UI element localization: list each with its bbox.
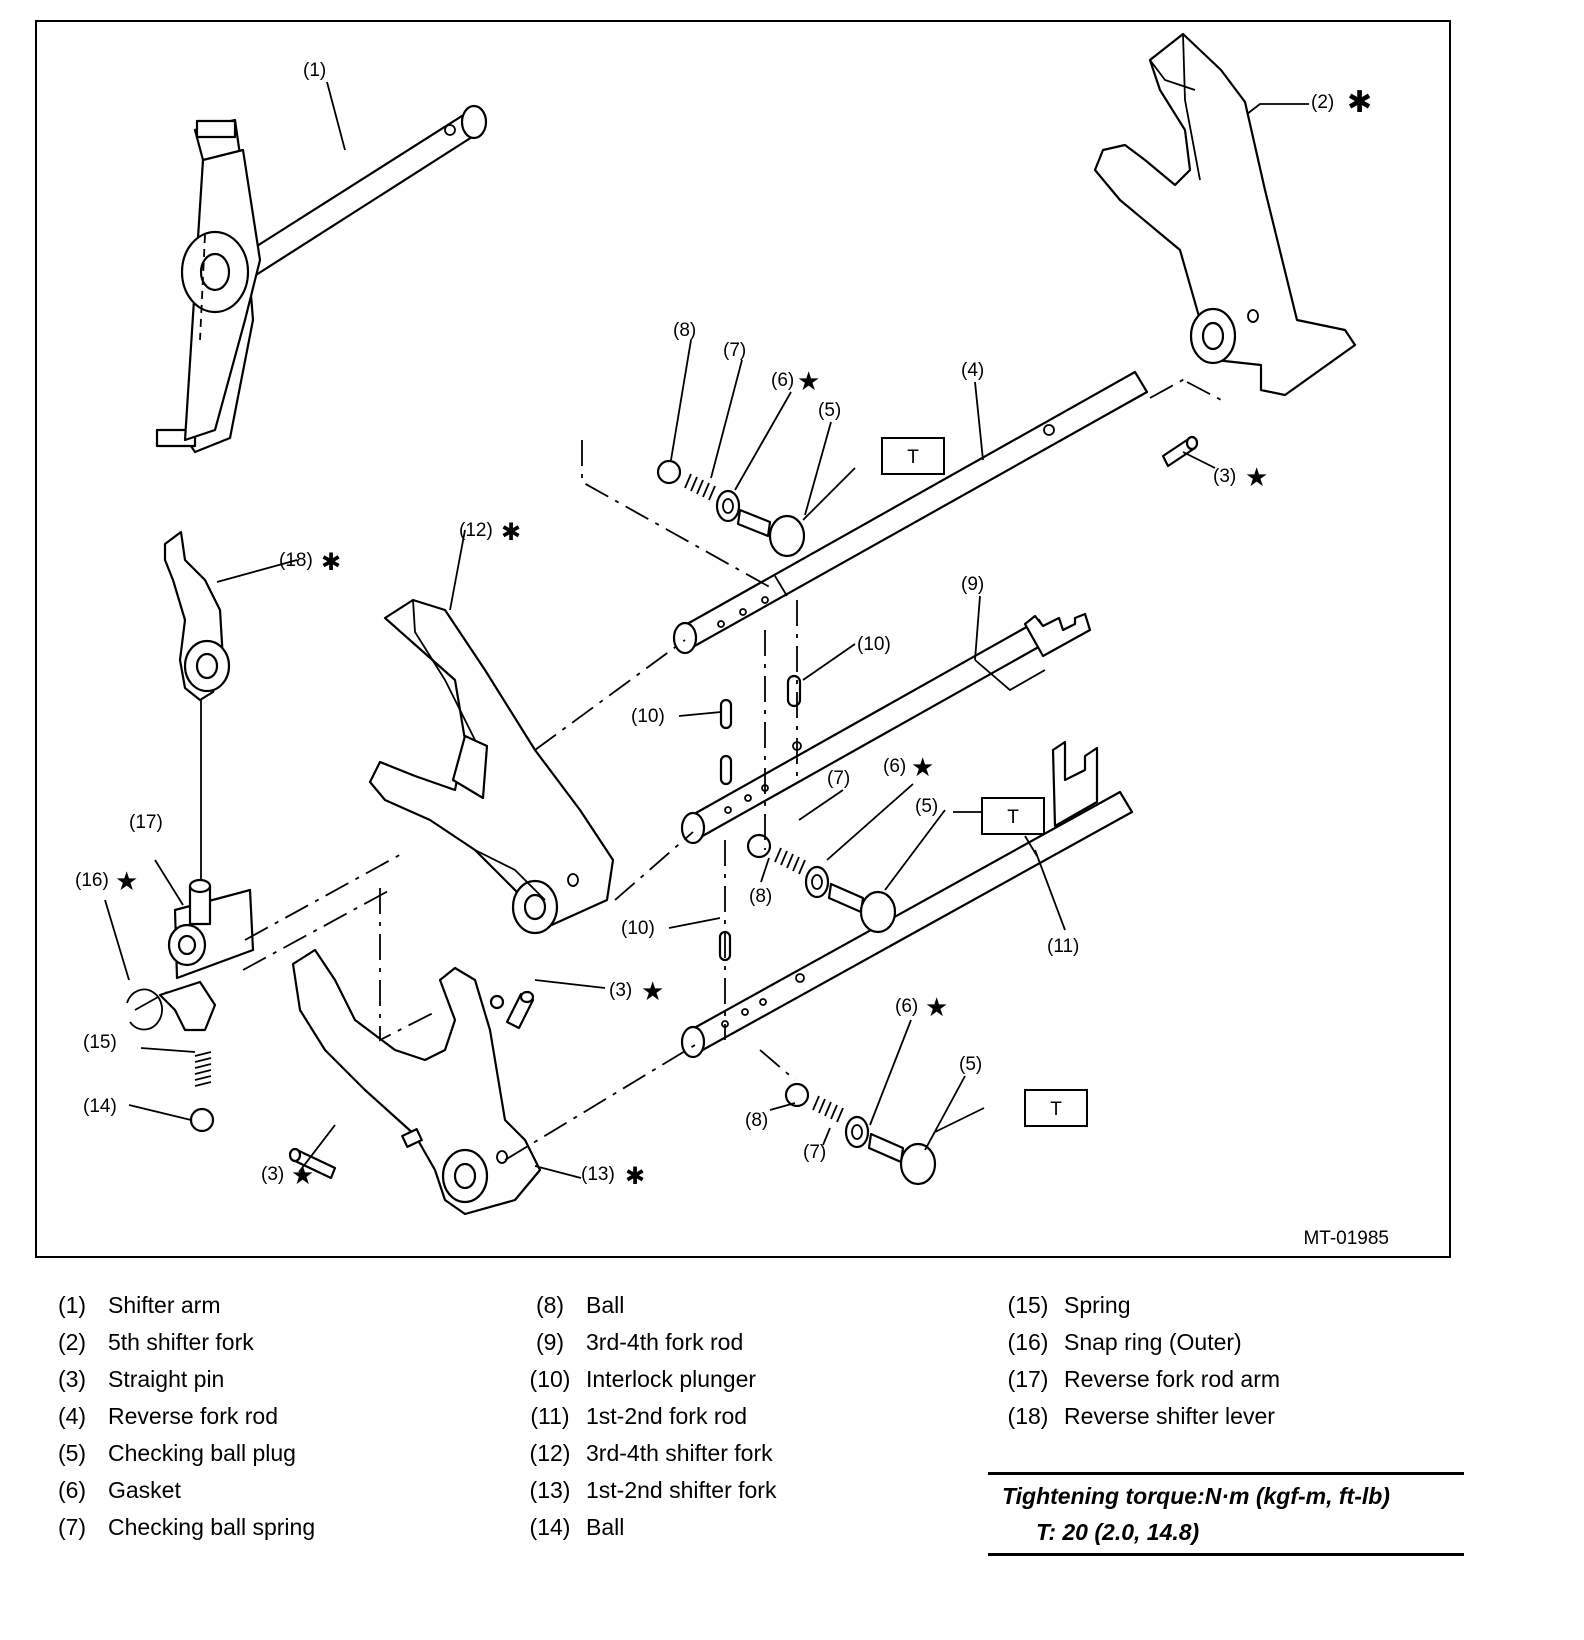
callout-13: (13) (581, 1164, 615, 1185)
star-icon: ★ (925, 992, 948, 1022)
reverse-fork-rod-arm (158, 878, 255, 1032)
ball-14 (189, 1107, 215, 1133)
callout-5c: (5) (959, 1054, 982, 1075)
callout-16: (16) (75, 870, 109, 891)
torque-box-upper: T (881, 437, 945, 475)
asterisk-icon: ✱ (625, 1163, 645, 1190)
callout-4: (4) (961, 360, 984, 381)
torque-box-lower: T (1024, 1089, 1088, 1127)
third-fourth-fork-rod (680, 612, 1092, 845)
star-icon: ★ (797, 366, 820, 396)
torque-box-label: T (1007, 807, 1019, 828)
diagram-frame (35, 20, 1451, 1258)
exploded-diagram: T T T (1) (2) (3) (3) (3) (4) (5) (5) (5… (75, 32, 1389, 1249)
callout-10c: (10) (621, 918, 655, 939)
torque-value: T: 20 (2.0, 14.8) (1036, 1519, 1200, 1545)
spring-15 (194, 1051, 212, 1087)
shifter-arm (155, 104, 488, 454)
torque-spec: Tightening torque:N·m (kgf-m, ft-lb) T: … (988, 1472, 1464, 1556)
star-icon: ★ (641, 976, 664, 1006)
callout-labels: (1) (2) (3) (3) (3) (4) (5) (5) (5) (6) … (75, 60, 1389, 1249)
snap-ring (126, 988, 163, 1031)
callout-9: (9) (961, 574, 984, 595)
fifth-shifter-fork (1093, 32, 1357, 397)
callout-7b: (7) (827, 768, 850, 789)
callout-11: (11) (1047, 936, 1079, 957)
callout-3c: (3) (261, 1164, 284, 1185)
asterisk-icon: ✱ (1347, 86, 1372, 119)
callout-8c: (8) (745, 1110, 768, 1131)
callout-6b: (6) (883, 756, 906, 777)
callout-8a: (8) (673, 320, 696, 341)
callout-1: (1) (303, 60, 326, 81)
callout-5a: (5) (818, 400, 841, 421)
star-icon: ★ (115, 866, 138, 896)
callout-3a: (3) (1213, 466, 1236, 487)
straight-pin-middle (505, 990, 535, 1030)
callout-10a: (10) (857, 634, 891, 655)
callout-6c: (6) (895, 996, 918, 1017)
assembly-lines (134, 375, 1226, 1161)
callout-2: (2) (1311, 92, 1334, 113)
torque-box-middle: T (981, 797, 1045, 835)
detent-set-lower (784, 1082, 937, 1186)
callout-7a: (7) (723, 340, 746, 361)
callout-8b: (8) (749, 886, 772, 907)
figure-id: MT-01985 (1303, 1228, 1389, 1249)
callout-3b: (3) (609, 980, 632, 1001)
torque-heading: Tightening torque:N·m (kgf-m, ft-lb) (1002, 1483, 1390, 1509)
callout-6a: (6) (771, 370, 794, 391)
callout-15: (15) (83, 1032, 117, 1053)
star-symbols: ✱ ✱ ✱ ✱ ★ ★ ★ ★ ★ ★ ★ (115, 86, 1372, 1190)
callout-14: (14) (83, 1096, 117, 1117)
asterisk-icon: ✱ (321, 549, 341, 576)
callout-12: (12) (459, 520, 493, 541)
callout-10b: (10) (631, 706, 665, 727)
first-second-shifter-fork (291, 948, 542, 1216)
leader-lines (104, 81, 1309, 1179)
asterisk-icon: ✱ (501, 519, 521, 546)
callout-18: (18) (279, 550, 313, 571)
detent-set-upper (656, 459, 806, 558)
straight-pin-upper (1161, 435, 1199, 468)
torque-box-label: T (1050, 1099, 1062, 1120)
callout-7c: (7) (803, 1142, 826, 1163)
third-fourth-shifter-fork (368, 598, 615, 935)
reverse-shifter-lever (163, 530, 231, 886)
callout-5b: (5) (915, 796, 938, 817)
star-icon: ★ (911, 752, 934, 782)
torque-box-label: T (907, 447, 919, 468)
straight-pin-lower (288, 1147, 337, 1180)
star-icon: ★ (1245, 462, 1268, 492)
callout-17: (17) (129, 812, 163, 833)
detent-set-middle (746, 833, 897, 934)
star-icon: ★ (291, 1160, 314, 1190)
